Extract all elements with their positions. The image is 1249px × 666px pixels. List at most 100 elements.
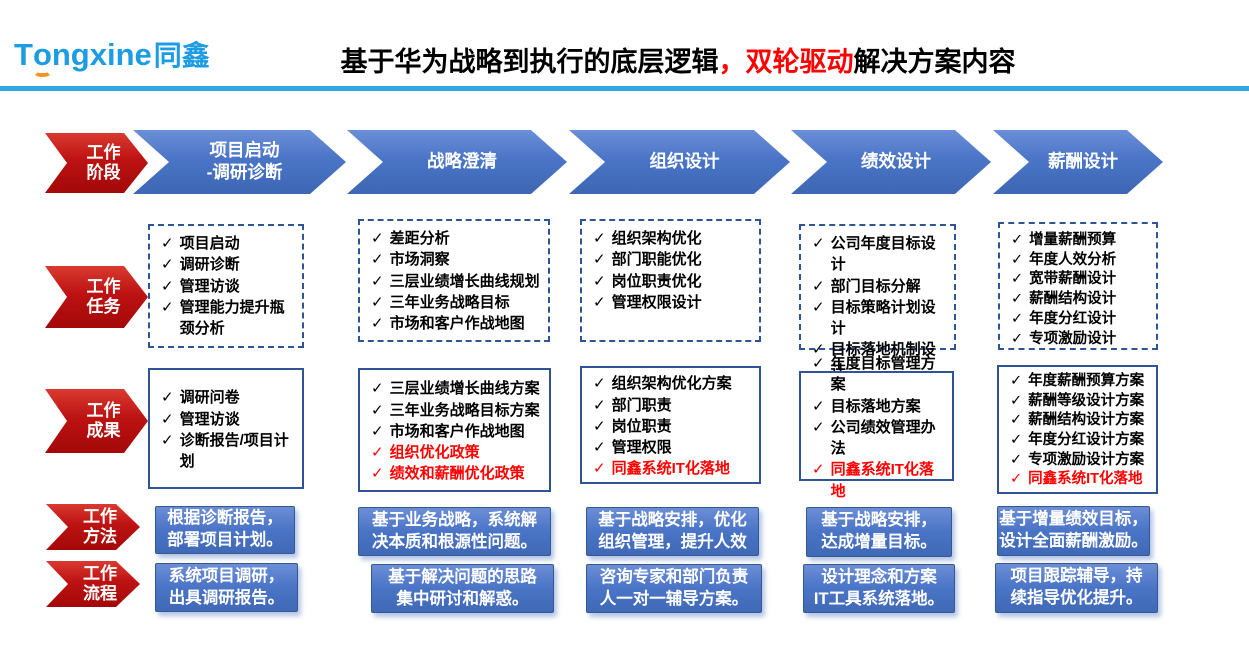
results-box-1: ✓调研问卷✓管理访谈✓诊断报告/项目计划: [148, 368, 304, 489]
check-icon: ✓: [593, 460, 606, 478]
check-item: ✓三层业绩增长曲线方案: [371, 378, 545, 399]
method-text: 基于业务战略，系统解 决本质和根源性问题。: [372, 510, 537, 551]
check-item-label: 市场和客户作战地图: [389, 422, 525, 440]
check-icon: ✓: [371, 272, 384, 290]
check-item: ✓ 薪酬结构设计方案: [1010, 411, 1152, 431]
check-icon: ✓: [593, 396, 606, 414]
check-item: ✓ 薪酬结构设计: [1011, 290, 1152, 310]
check-icon: ✓: [1011, 232, 1024, 248]
tasks-box-2: ✓差距分析✓市场洞察✓三层业绩增长曲线规划✓三年业务战略目标✓市场和客户作战地图: [358, 219, 550, 342]
check-item: ✓管理访谈: [161, 276, 298, 297]
check-icon: ✓: [371, 230, 384, 247]
method-text: 基于增量绩效目标， 设计全面薪酬激励。: [999, 510, 1148, 550]
check-item-label: 薪酬结构设计方案: [1028, 412, 1145, 429]
check-icon: ✓: [593, 251, 606, 269]
check-icon: ✓: [161, 277, 174, 295]
method-box-5: 基于增量绩效目标， 设计全面薪酬激励。: [997, 506, 1150, 556]
check-icon: ✓: [593, 272, 606, 290]
process-box-2: 基于解决问题的思路 集中研讨和解惑。: [371, 564, 554, 613]
check-icon: ✓: [812, 277, 825, 295]
check-item-label: 调研问卷: [179, 389, 240, 407]
header-divider-line: [0, 86, 1249, 91]
check-icon: ✓: [161, 235, 174, 252]
stage-arrow-compensation-design: 薪酬设计: [993, 130, 1163, 194]
tasks-box-1: ✓项目启动✓调研诊断✓管理访谈✓管理能力提升瓶颈分析: [148, 224, 304, 348]
row-label-stage: 工作 阶段: [86, 142, 121, 182]
check-item: ✓组织架构优化方案: [593, 373, 755, 394]
check-item: ✓ 市场和客户作战地图: [371, 421, 545, 442]
tasks-box-5: ✓增量薪酬预算✓年度人效分析✓宽带薪酬设计✓薪酬结构设计✓年度分红设计✓专项激励…: [998, 222, 1158, 350]
title-suffix: 解决方案内容: [853, 47, 1016, 77]
check-item-label: 目标落地方案: [830, 397, 921, 415]
check-item: ✓市场洞察: [371, 249, 544, 270]
process-box-4: 设计理念和方案 IT工具系统落地。: [803, 564, 955, 613]
check-item-label: 三年业务战略目标: [389, 293, 510, 311]
check-item-label: 薪酬结构设计: [1029, 291, 1117, 308]
check-item: ✓专项激励设计方案: [1010, 451, 1152, 471]
check-icon: ✓: [812, 461, 825, 479]
method-box-4: 基于战略安排， 达成增量目标。: [806, 507, 952, 557]
check-item-label: 年度分红设计: [1029, 310, 1117, 327]
stage-label: 薪酬设计: [1048, 151, 1118, 172]
check-icon: ✓: [371, 293, 384, 311]
logo-letter-o: o: [32, 37, 52, 77]
task-list: ✓项目启动✓调研诊断✓管理访谈✓管理能力提升瓶颈分析: [150, 226, 302, 343]
logo-text-latin-1: T: [14, 37, 33, 72]
check-item: ✓增量薪酬预算: [1011, 231, 1152, 251]
check-item: ✓ 三年业务战略目标: [371, 292, 544, 313]
check-item-label: 同鑫系统IT化落地: [611, 460, 730, 478]
check-icon: ✓: [371, 444, 384, 462]
check-item-label: 管理权限: [611, 439, 672, 457]
check-item: ✓ 管理权限: [593, 437, 755, 458]
check-icon: ✓: [1010, 432, 1023, 448]
check-icon: ✓: [593, 439, 606, 457]
check-item-label: 组织架构优化: [611, 230, 702, 247]
check-icon: ✓: [812, 397, 825, 415]
check-icon: ✓: [1010, 471, 1023, 488]
check-item: ✓ 目标落地方案: [812, 396, 948, 417]
check-item: ✓宽带薪酬设计: [1011, 270, 1152, 290]
stage-arrow-performance-design: 绩效设计: [791, 130, 991, 194]
result-list: ✓年度薪酬预算方案✓薪酬等级设计方案✓薪酬结构设计方案✓年度分红设计方案✓专项激…: [999, 365, 1156, 494]
process-box-1: 系统项目调研， 出具调研报告。: [155, 563, 298, 612]
logo-text-cjk: 同鑫: [153, 40, 210, 71]
check-item: ✓岗位职责: [593, 416, 755, 437]
process-text: 咨询专家和部门负责 人一对一辅导方案。: [599, 567, 749, 608]
check-item-label: 专项激励设计方案: [1028, 451, 1145, 468]
check-item: ✓同鑫系统IT化落地: [812, 459, 948, 502]
check-item-label: 薪酬等级设计方案: [1028, 392, 1145, 409]
check-item: ✓ 组织架构优化: [593, 228, 755, 249]
result-list: ✓年度目标管理方案✓目标落地方案✓公司绩效管理办法✓同鑫系统IT化落地: [801, 346, 952, 506]
check-item-label: 目标策略计划设计: [830, 298, 936, 338]
process-text: 项目跟踪辅导，持 续指导优化提升。: [1010, 567, 1143, 607]
row-label-method-arrow: 工作 方法: [46, 504, 140, 550]
check-icon: ✓: [1010, 412, 1023, 429]
check-icon: ✓: [1011, 330, 1024, 347]
check-icon: ✓: [593, 230, 606, 247]
check-item-label: 管理访谈: [179, 410, 240, 428]
check-item: ✓部门职能优化: [593, 249, 755, 270]
page-title: 基于华为战略到执行的底层逻辑，双轮驱动解决方案内容: [318, 40, 1038, 79]
row-label-stage-arrow: 工作 阶段: [45, 133, 148, 193]
check-icon: ✓: [1011, 310, 1024, 327]
check-item-label: 差距分析: [389, 230, 450, 247]
check-item: ✓年度人效分析: [1011, 251, 1152, 271]
check-icon: ✓: [371, 380, 384, 398]
check-item-label: 公司绩效管理办法: [830, 418, 936, 458]
row-label-process-arrow: 工作 流程: [46, 561, 140, 607]
logo-smile-icon: [32, 67, 52, 77]
check-icon: ✓: [1011, 291, 1024, 308]
check-item-label: 宽带薪酬设计: [1029, 271, 1117, 288]
check-item: ✓管理访谈: [161, 409, 298, 430]
check-item-label: 部门目标分解: [830, 277, 921, 295]
check-icon: ✓: [1011, 251, 1024, 268]
check-item: ✓调研诊断: [161, 254, 298, 275]
check-item-label: 调研诊断: [179, 256, 240, 274]
check-item-label: 公司年度目标设计: [830, 235, 936, 274]
check-item: ✓公司年度目标设计: [812, 233, 950, 276]
stage-label: 项目启动 -调研诊断: [206, 140, 283, 182]
check-item-label: 市场和客户作战地图: [389, 315, 525, 333]
method-box-2: 基于业务战略，系统解 决本质和根源性问题。: [358, 507, 551, 556]
check-icon: ✓: [371, 422, 384, 440]
check-item: ✓ 差距分析: [371, 228, 544, 249]
